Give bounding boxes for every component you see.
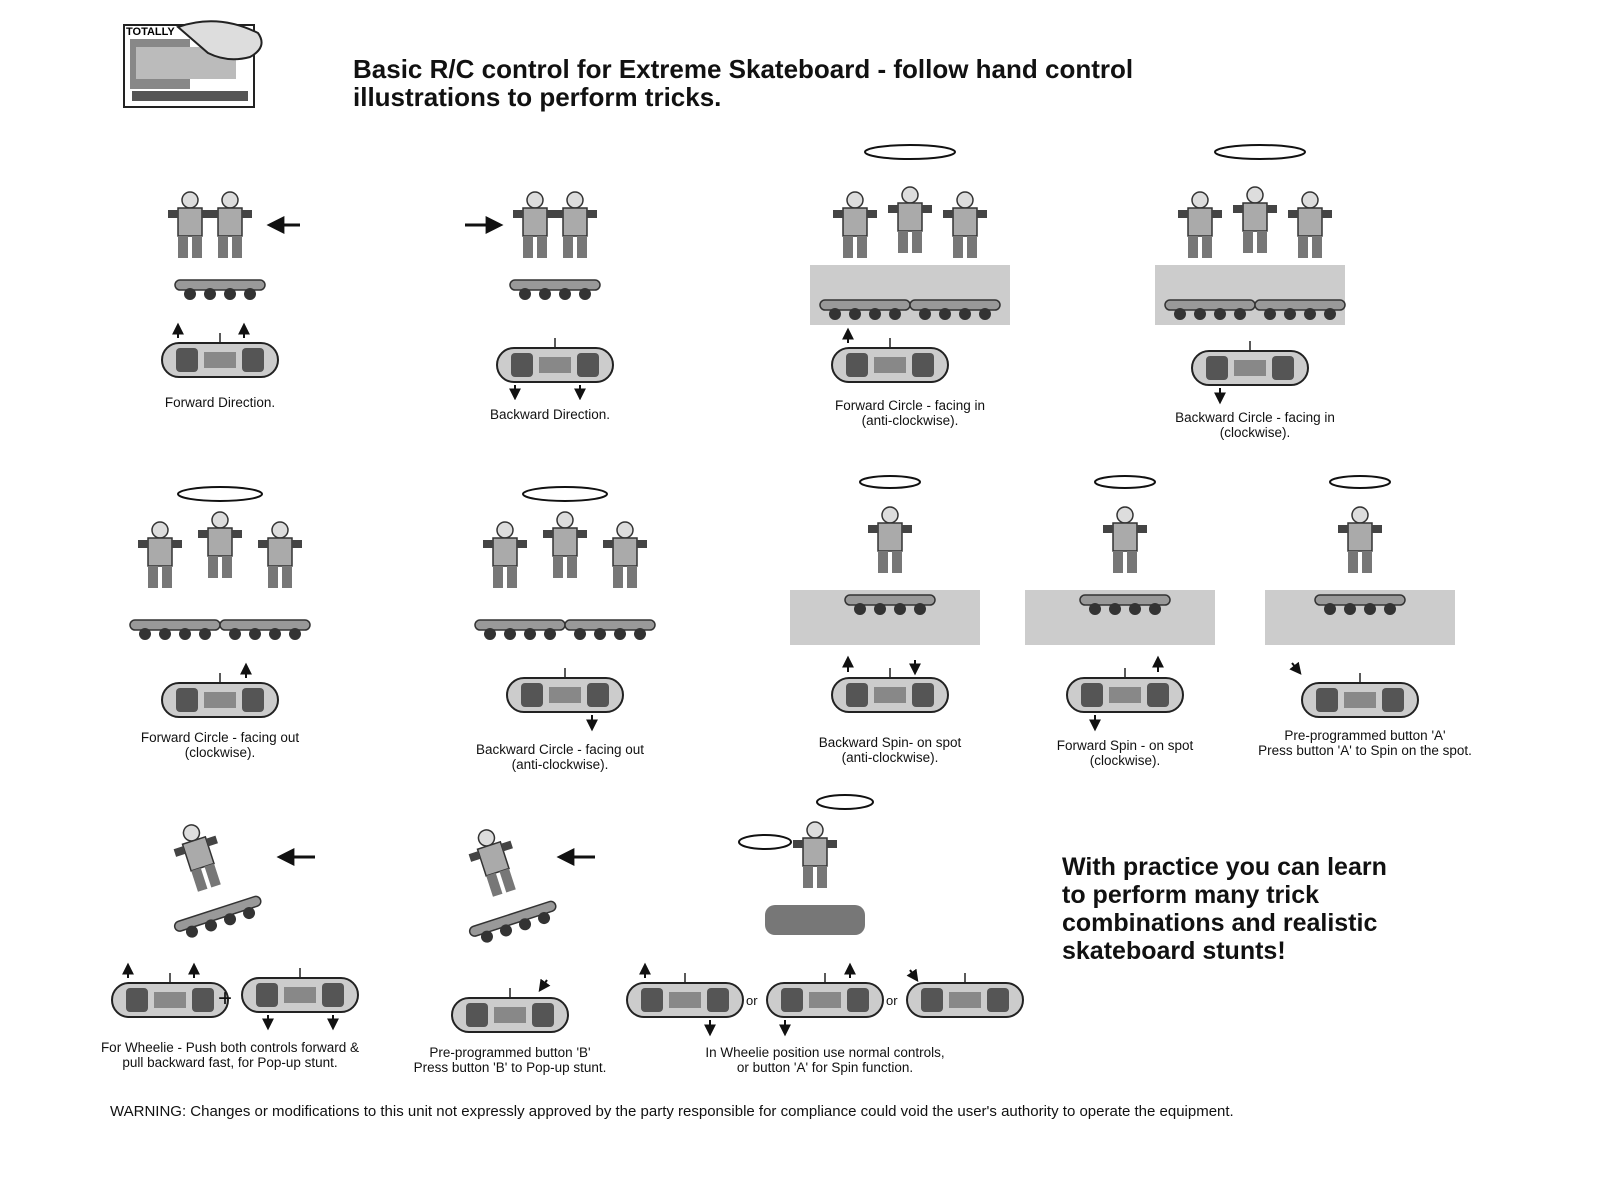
caption: Pre-programmed button 'B' Press button '… [413,1045,607,1075]
panel-backward-circle-out: Backward Circle - facing out (anti-clock… [455,480,665,780]
panel-backward-circle-in: Backward Circle - facing in (clockwise). [1150,140,1360,450]
panel-backward-spin: Backward Spin- on spot (anti-clockwise). [790,470,990,780]
caption: Forward Direction. [164,395,276,410]
backward-circle-out-illustration [474,486,656,732]
backward-direction-illustration [465,191,614,400]
panel-wheelie-controls: or or In Wheelie position use normal con… [620,790,1030,1075]
caption: For Wheelie - Push both controls forward… [100,1040,360,1070]
or-connector: or [746,993,758,1008]
backward-circle-in-illustration [1155,144,1346,405]
or-connector: or [886,993,898,1008]
panel-button-a: Pre-programmed button 'A' Press button '… [1240,470,1490,780]
panel-forward-circle-out: Forward Circle - facing out (clockwise). [120,480,320,780]
panel-forward-circle-in: Forward Circle - facing in (anti-clockwi… [810,140,1010,440]
forward-circle-in-illustration [810,144,1010,383]
caption: Forward Circle - facing out (clockwise). [140,730,300,760]
caption: In Wheelie position use normal controls,… [705,1045,945,1075]
wheelie-illustration [111,817,359,1031]
wheelie-controls-illustration [626,794,1024,1037]
panel-forward-spin: Forward Spin - on spot (clockwise). [1025,470,1225,780]
forward-direction-illustration [161,191,300,378]
panel-button-b: Pre-programmed button 'B' Press button '… [395,810,625,1075]
button-a-illustration [1265,475,1455,718]
panel-backward-direction: Backward Direction. [455,150,645,422]
forward-spin-illustration [1025,475,1215,732]
panel-wheelie: + For Wheelie - Push both controls forwa… [80,810,380,1070]
forward-circle-out-illustration [129,486,311,718]
caption: Backward Circle - facing in (clockwise). [1175,410,1335,440]
caption: Forward Spin - on spot (clockwise). [1056,738,1194,768]
caption: Backward Direction. [489,407,611,422]
title-line-2: illustrations to perform tricks. [353,82,722,112]
totally-extreme-logo: TOTALLY [123,20,263,108]
backward-spin-illustration [790,475,980,713]
warning-text: WARNING: Changes or modifications to thi… [110,1103,1234,1120]
caption: Pre-programmed button 'A' Press button '… [1258,728,1472,758]
caption: Backward Circle - facing out (anti-clock… [475,742,645,772]
title-line-1: Basic R/C control for Extreme Skateboard… [353,54,1134,84]
promo-text: With practice you can learn to perform m… [1062,853,1387,965]
caption: Forward Circle - facing in (anti-clockwi… [834,398,986,428]
plus-connector: + [218,985,233,1012]
panel-forward-direction: Forward Direction. [130,150,310,410]
button-b-illustration [451,822,595,1033]
caption: Backward Spin- on spot (anti-clockwise). [818,735,962,765]
svg-text:TOTALLY: TOTALLY [126,26,175,38]
page-title: Basic R/C control for Extreme Skateboard… [353,55,1133,111]
